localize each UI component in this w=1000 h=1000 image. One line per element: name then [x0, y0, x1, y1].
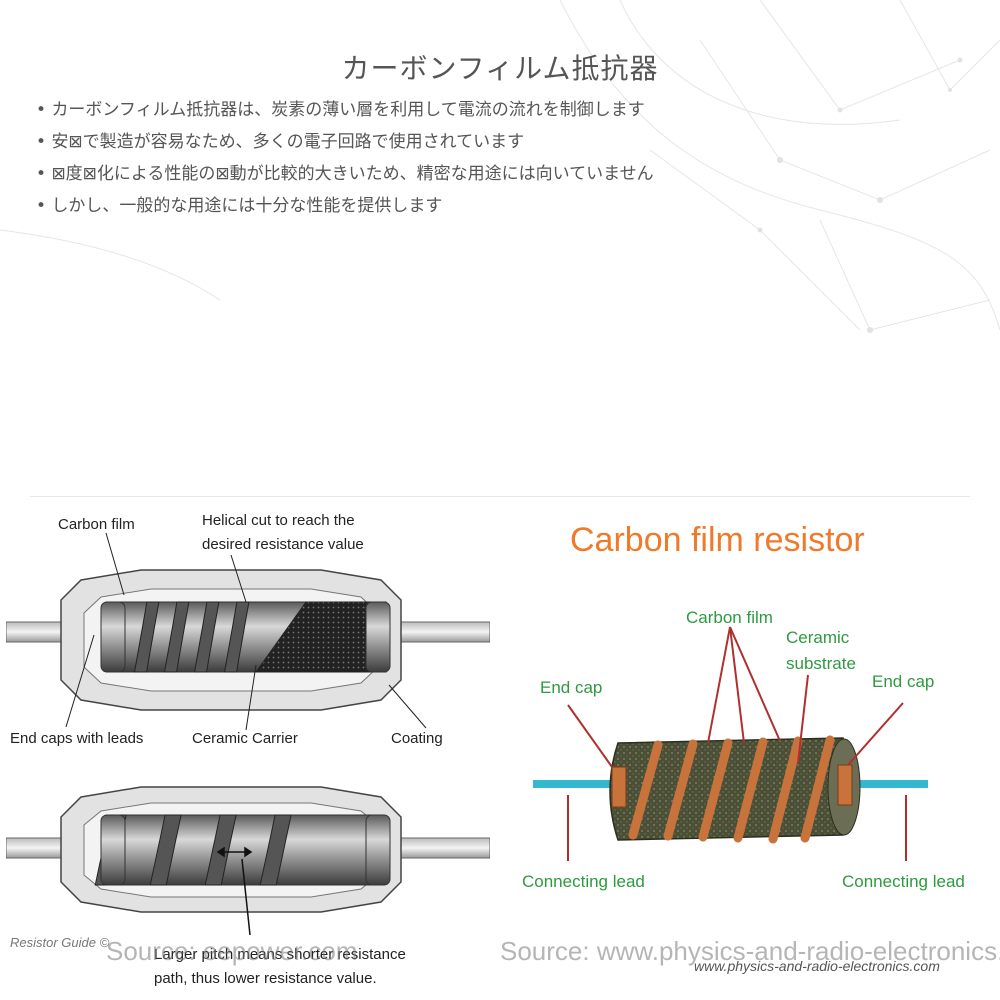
figure-title: Carbon film resistor [570, 521, 865, 559]
resistor-cutaway-figure: Carbon film Helical cut to reach the des… [6, 505, 490, 997]
label-end-cap-left: End cap [540, 678, 602, 697]
label-connecting-lead-left: Connecting lead [522, 872, 645, 891]
label-helical-cut-2: desired resistance value [202, 536, 364, 553]
carbon-film-resistor-diagram: Carbon film resistor Carbon film Ceramic… [522, 521, 965, 974]
image-source-right: Source: www.physics-and-radio-electronic… [500, 936, 1000, 966]
physics-radio-watermark: www.physics-and-radio-electronics.com [694, 958, 940, 974]
bullet-item: 安⊠で製造が容易なため、多くの電子回路で使用されています [36, 126, 654, 158]
label-pitch-2: path, thus lower resistance value. [154, 970, 377, 987]
resistor-guide-watermark: Resistor Guide © [10, 935, 110, 950]
label-carbon-film: Carbon film [686, 608, 773, 627]
label-ceramic-1: Ceramic [786, 628, 850, 647]
bullet-item: カーボンフィルム抵抗器は、炭素の薄い層を利用して電流の流れを制御します [36, 94, 654, 126]
right-connecting-lead [848, 780, 928, 788]
label-pitch-1: Larger pitch means shorter resistance [154, 946, 406, 963]
bullet-item: ⊠度⊠化による性能の⊠動が比較的大きいため、精密な用途には向いていません [36, 158, 653, 190]
label-coating: Coating [391, 730, 443, 747]
label-carbon-film: Carbon film [58, 516, 135, 533]
resistor-cutaway-diagram: Carbon film Helical cut to reach the des… [6, 512, 490, 987]
label-ceramic-2: substrate [786, 654, 856, 673]
section-divider [30, 496, 970, 497]
bullet-item: しかし、一般的な用途には十分な性能を提供します [36, 190, 654, 222]
label-end-cap-right: End cap [872, 672, 934, 691]
carbon-film-resistor-figure: Carbon film resistor Carbon film Ceramic… [508, 505, 992, 997]
image-source-left: Source: eepower.com [106, 936, 358, 966]
label-ceramic-carrier: Ceramic Carrier [192, 730, 298, 747]
left-connecting-lead [533, 780, 618, 788]
background-network-decoration [0, 0, 1000, 333]
bullet-list: カーボンフィルム抵抗器は、炭素の薄い層を利用して電流の流れを制御します 安⊠で製… [36, 94, 654, 222]
page-title: カーボンフィルム抵抗器 [341, 51, 659, 85]
label-connecting-lead-right: Connecting lead [842, 872, 965, 891]
label-helical-cut-1: Helical cut to reach the [202, 512, 355, 529]
label-end-caps: End caps with leads [10, 730, 143, 747]
